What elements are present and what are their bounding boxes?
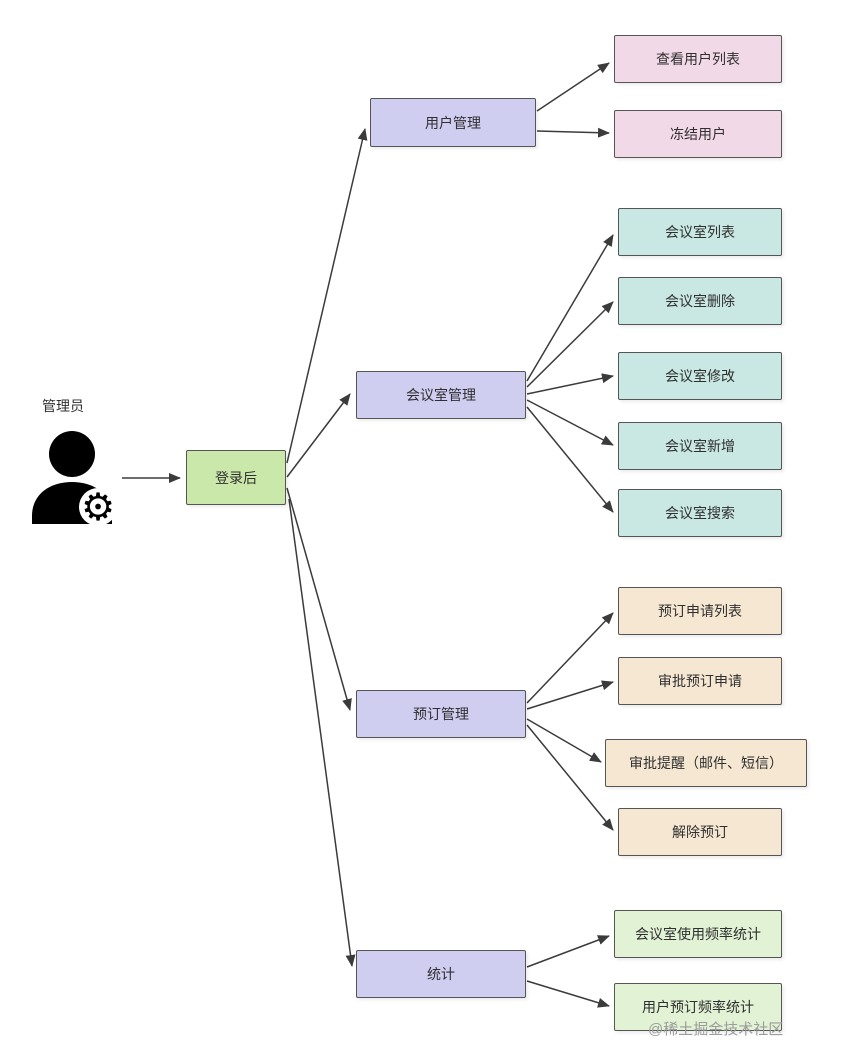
- edge-room-mgmt-room-create: [526, 399, 614, 446]
- node-booking-mgmt-label: 预订管理: [413, 706, 469, 722]
- edge-booking-mgmt-approve: [526, 680, 614, 710]
- node-view-user-list-label: 查看用户列表: [656, 51, 740, 67]
- edge-room-mgmt-room-update: [526, 373, 614, 395]
- node-booking-mgmt: 预订管理: [356, 690, 526, 738]
- edge-stats-room-usage: [526, 935, 610, 968]
- node-freeze-user: 冻结用户: [614, 110, 782, 158]
- admin-actor-icon: ⚙: [32, 431, 117, 528]
- node-room-delete-label: 会议室删除: [665, 293, 735, 309]
- edge-booking-mgmt-release: [526, 724, 614, 831]
- node-approve-reminder: 审批提醒（邮件、短信）: [605, 739, 807, 787]
- edge-login-room-mgmt: [286, 393, 351, 478]
- edge-login-user-mgmt: [286, 128, 368, 464]
- node-user-mgmt: 用户管理: [370, 98, 536, 147]
- edge-user-mgmt-view-user-list: [536, 62, 610, 112]
- node-login-label: 登录后: [215, 469, 257, 486]
- svg-text:⚙: ⚙: [81, 485, 115, 528]
- node-booking-request-list-label: 预订申请列表: [658, 603, 742, 619]
- node-room-update: 会议室修改: [618, 352, 782, 400]
- node-room-mgmt: 会议室管理: [356, 371, 526, 419]
- node-stats: 统计: [356, 950, 526, 998]
- node-room-search-label: 会议室搜索: [665, 505, 735, 521]
- node-room-usage-stats-label: 会议室使用频率统计: [635, 926, 761, 942]
- edge-login-stats: [288, 498, 356, 967]
- edge-room-mgmt-room-search: [526, 406, 614, 513]
- node-view-user-list: 查看用户列表: [614, 35, 782, 83]
- node-booking-release-label: 解除预订: [672, 824, 728, 840]
- edge-stats-user-booking: [526, 980, 610, 1008]
- node-user-mgmt-label: 用户管理: [425, 114, 481, 131]
- node-user-booking-stats: 用户预订频率统计: [614, 983, 782, 1031]
- actor-label: 管理员: [42, 398, 84, 414]
- node-room-delete: 会议室删除: [618, 277, 782, 325]
- watermark: @稀土掘金技术社区: [648, 1021, 784, 1038]
- edge-booking-mgmt-request-list: [526, 612, 614, 704]
- edge-booking-mgmt-reminder: [526, 718, 602, 763]
- edge-room-mgmt-room-delete: [526, 301, 614, 388]
- node-room-update-label: 会议室修改: [665, 368, 735, 384]
- edge-login-booking-mgmt: [286, 487, 352, 711]
- node-booking-approve: 审批预订申请: [618, 657, 782, 705]
- node-freeze-user-label: 冻结用户: [670, 126, 726, 142]
- node-room-usage-stats: 会议室使用频率统计: [614, 910, 782, 958]
- node-room-create-label: 会议室新增: [665, 438, 735, 454]
- node-user-booking-stats-label: 用户预订频率统计: [642, 999, 754, 1015]
- node-booking-release: 解除预订: [618, 808, 782, 856]
- node-room-mgmt-label: 会议室管理: [406, 387, 476, 403]
- node-room-search: 会议室搜索: [618, 489, 782, 537]
- edge-user-mgmt-freeze-user: [536, 127, 610, 138]
- node-room-create: 会议室新增: [618, 422, 782, 470]
- edge-room-mgmt-room-list: [526, 234, 614, 382]
- node-stats-label: 统计: [427, 966, 455, 982]
- node-room-list: 会议室列表: [618, 208, 782, 256]
- node-approve-reminder-label: 审批提醒（邮件、短信）: [629, 755, 783, 771]
- node-booking-approve-label: 审批预订申请: [658, 673, 742, 689]
- node-booking-request-list: 预订申请列表: [618, 587, 782, 635]
- node-room-list-label: 会议室列表: [665, 224, 735, 240]
- node-login: 登录后: [186, 450, 286, 505]
